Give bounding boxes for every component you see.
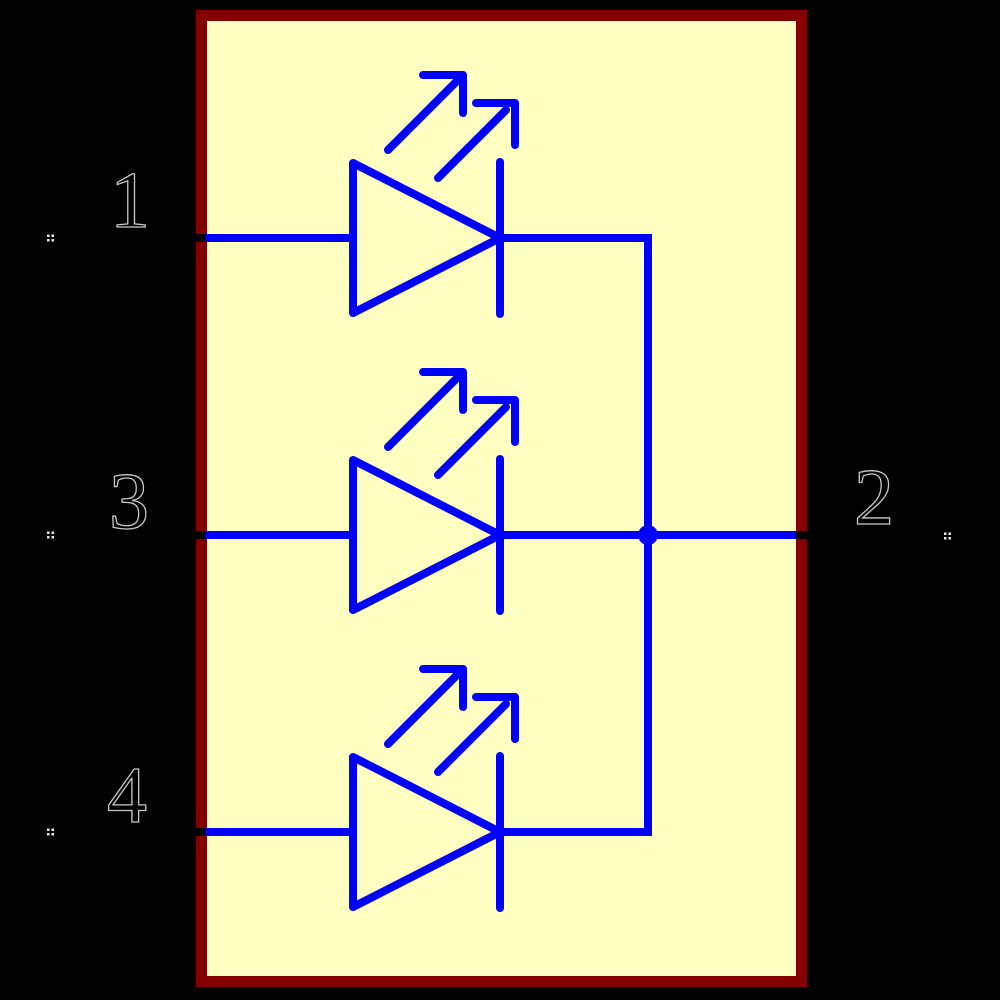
pin-numbers: 1 3 4 2 [106, 156, 894, 840]
junction-group [638, 525, 658, 545]
pin-number-4: 4 [107, 752, 147, 840]
pin-number-1: 1 [110, 157, 150, 245]
pin-number-2: 2 [854, 454, 894, 542]
junction-dot [638, 525, 658, 545]
pin-stubs [48, 234, 950, 836]
pin-number-3: 3 [109, 458, 149, 546]
